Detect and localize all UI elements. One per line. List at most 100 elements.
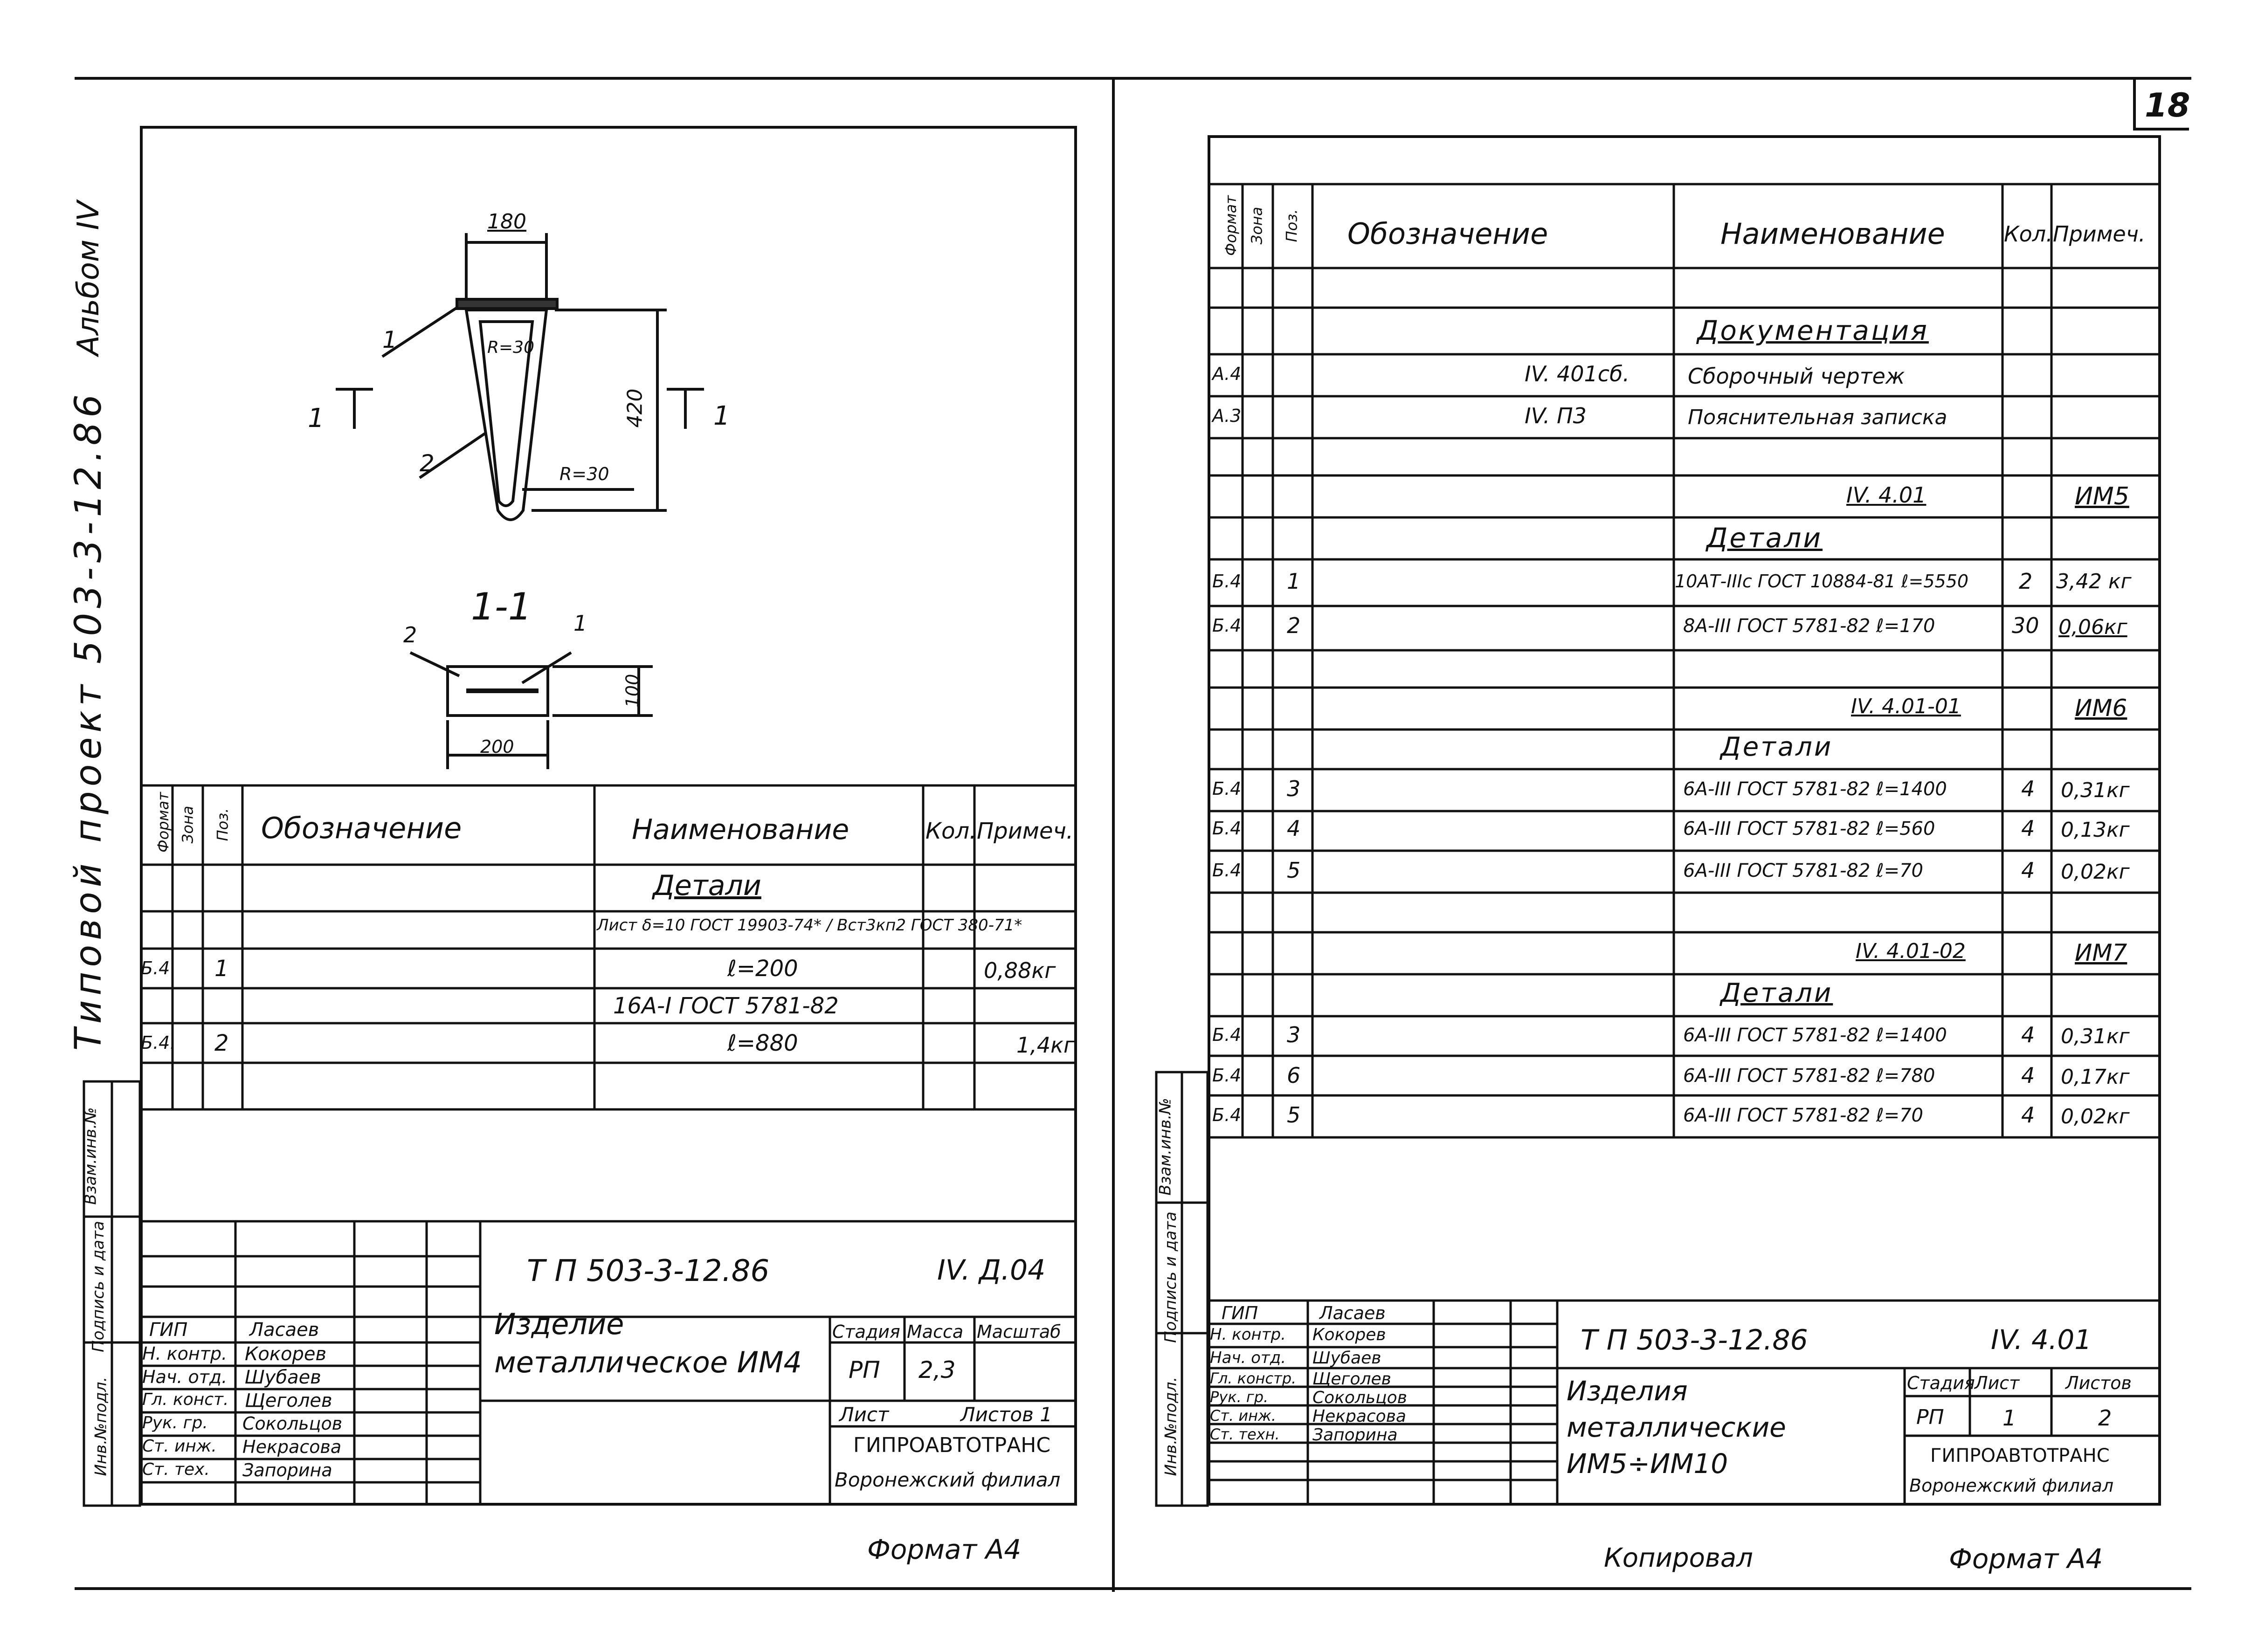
right-row-7-note: 3,42 кг	[2056, 570, 2132, 593]
left-row-4-note: 1,4кг	[1016, 1032, 1075, 1058]
left-person-name-5: Некрасова	[242, 1437, 342, 1457]
left-person-role-2: Нач. отд.	[142, 1367, 228, 1387]
right-col-qty: Кол.	[2004, 221, 2053, 247]
right-row-12-note: 0,31кг	[2061, 778, 2130, 802]
right-row-8-format: Б.4	[1212, 615, 1242, 636]
right-row-13-format: Б.4	[1212, 818, 1242, 839]
left-row-2-pos: 1	[214, 956, 229, 982]
right-person-name-4: Сокольцов	[1312, 1388, 1407, 1407]
section-dim-w-label: 200	[480, 737, 514, 757]
dim-top-label: 180	[487, 210, 526, 234]
right-row-12-format: Б.4	[1212, 778, 1242, 799]
right-row-19-pos: 6	[1287, 1063, 1301, 1088]
left-row-3-name: 16А-I ГОСТ 5781-82	[613, 993, 839, 1019]
right-row-12-qty: 4	[2021, 776, 2035, 801]
right-row-7-name: 10АТ-IIIс ГОСТ 10884-81 ℓ=5550	[1675, 571, 1969, 592]
right-row-3-format: А.3	[1212, 406, 1242, 426]
right-col-zone: Зона	[1248, 206, 1266, 245]
right-row-12-pos: 3	[1287, 776, 1301, 801]
right-row-13-name: 6А-III ГОСТ 5781-82 ℓ=560	[1683, 818, 1935, 840]
right-person-name-6: Запорина	[1312, 1425, 1398, 1445]
right-person-name-3: Щеголев	[1312, 1370, 1391, 1389]
bottom-rule	[75, 1587, 2191, 1590]
left-scale-header: Масштаб	[977, 1322, 1061, 1342]
right-sheet	[1208, 135, 2161, 1506]
right-row-1-name: Документация	[1697, 315, 1929, 346]
right-row-7-format: Б.4	[1212, 571, 1242, 592]
right-col-format: Формат	[1222, 195, 1240, 256]
right-row-12-name: 6А-III ГОСТ 5781-82 ℓ=1400	[1683, 778, 1947, 800]
right-col-pos: Поз.	[1283, 209, 1301, 242]
right-row-14-pos: 5	[1287, 858, 1301, 883]
right-person-role-5: Ст. инж.	[1210, 1407, 1277, 1425]
right-row-18-qty: 4	[2021, 1022, 2035, 1047]
left-sheet	[140, 126, 1077, 1506]
right-row-13-pos: 4	[1287, 816, 1301, 841]
right-col-designation: Обозначение	[1347, 217, 1548, 251]
left-row-4-pos: 2	[214, 1030, 229, 1056]
project-label: Типовой проект 503-3-12.86	[68, 390, 110, 1051]
right-row-19-note: 0,17кг	[2061, 1065, 2130, 1089]
right-row-8-note: 0,06кг	[2058, 615, 2127, 639]
album-label: Альбом IV	[71, 200, 106, 356]
right-row-13-qty: 4	[2021, 816, 2035, 841]
left-stage-value: РП	[849, 1356, 880, 1384]
left-row-0-name: Детали	[653, 869, 761, 902]
right-row-2-format: А.4	[1212, 364, 1242, 384]
left-person-role-5: Ст. инж.	[142, 1437, 217, 1456]
section-dim-h-label: 100	[622, 674, 643, 708]
right-row-10-name: IV. 4.01-01	[1851, 695, 1961, 718]
leader-2-label: 2	[420, 450, 435, 477]
left-title-name: Изделие металлическое ИМ4	[494, 1307, 802, 1379]
right-row-14-name: 6А-III ГОСТ 5781-82 ℓ=70	[1683, 860, 1923, 881]
left-col-designation: Обозначение	[261, 811, 462, 845]
right-row-6-name: Детали	[1706, 522, 1823, 554]
left-stamp-inv: Инв.№подл.	[91, 1377, 110, 1476]
left-row-4-format: Б.4.	[141, 1032, 176, 1053]
right-row-3-name: Пояснительная записка	[1688, 406, 1947, 429]
section-leader-1-label: 1	[573, 611, 587, 636]
right-row-20-format: Б.4	[1212, 1105, 1242, 1125]
right-person-role-4: Рук. гр.	[1210, 1388, 1269, 1406]
right-row-14-note: 0,02кг	[2061, 860, 2130, 884]
right-title-sheet-code: IV. 4.01	[1991, 1324, 2092, 1356]
right-row-3-designation: IV. П3	[1525, 403, 1587, 428]
left-title-code: Т П 503-3-12.86	[527, 1254, 770, 1288]
right-sheet-header: Лист	[1975, 1373, 2020, 1393]
right-col-note: Примеч.	[2053, 221, 2146, 247]
right-stamp-replace: Взам.инв.№	[1156, 1098, 1175, 1196]
right-row-11-name: Детали	[1720, 732, 1833, 762]
right-row-18-name: 6А-III ГОСТ 5781-82 ℓ=1400	[1683, 1025, 1947, 1046]
left-col-pos: Поз.	[214, 808, 232, 841]
right-row-7-pos: 1	[1287, 569, 1301, 594]
left-col-note: Примеч.	[977, 818, 1074, 844]
left-person-role-3: Гл. конст.	[142, 1390, 229, 1409]
left-person-name-4: Сокольцов	[242, 1413, 343, 1434]
left-col-format: Формат	[154, 792, 172, 853]
right-person-role-2: Нач. отд.	[1210, 1349, 1286, 1367]
right-row-19-qty: 4	[2021, 1063, 2035, 1088]
right-row-18-format: Б.4	[1212, 1025, 1242, 1045]
left-footer-format: Формат А4	[867, 1534, 1022, 1565]
left-col-name: Наименование	[632, 813, 849, 846]
right-row-13-note: 0,13кг	[2061, 818, 2130, 842]
right-row-16-note: ИМ7	[2075, 939, 2127, 966]
left-row-2-name: ℓ=200	[727, 956, 798, 982]
right-row-2-designation: IV. 401сб.	[1525, 361, 1630, 386]
left-mass-header: Масса	[907, 1322, 964, 1342]
right-row-18-note: 0,31кг	[2061, 1025, 2130, 1048]
right-row-8-qty: 30	[2012, 613, 2039, 638]
left-person-name-1: Кокорев	[245, 1343, 327, 1365]
left-person-role-1: Н. контр.	[142, 1343, 228, 1364]
left-col-zone: Зона	[179, 805, 197, 844]
right-row-18-pos: 3	[1287, 1022, 1301, 1047]
dim-height-label: 420	[623, 388, 647, 428]
right-sheets-header: Листов	[2065, 1373, 2132, 1393]
right-row-20-pos: 5	[1287, 1102, 1301, 1128]
section-mark-left-label: 1	[308, 403, 325, 434]
right-stamp-inv: Инв.№подл.	[1161, 1377, 1181, 1476]
center-divider	[1112, 77, 1115, 1592]
right-title-code: Т П 503-3-12.86	[1581, 1324, 1808, 1356]
right-row-20-qty: 4	[2021, 1102, 2035, 1128]
right-row-5-note: ИМ5	[2075, 482, 2129, 510]
